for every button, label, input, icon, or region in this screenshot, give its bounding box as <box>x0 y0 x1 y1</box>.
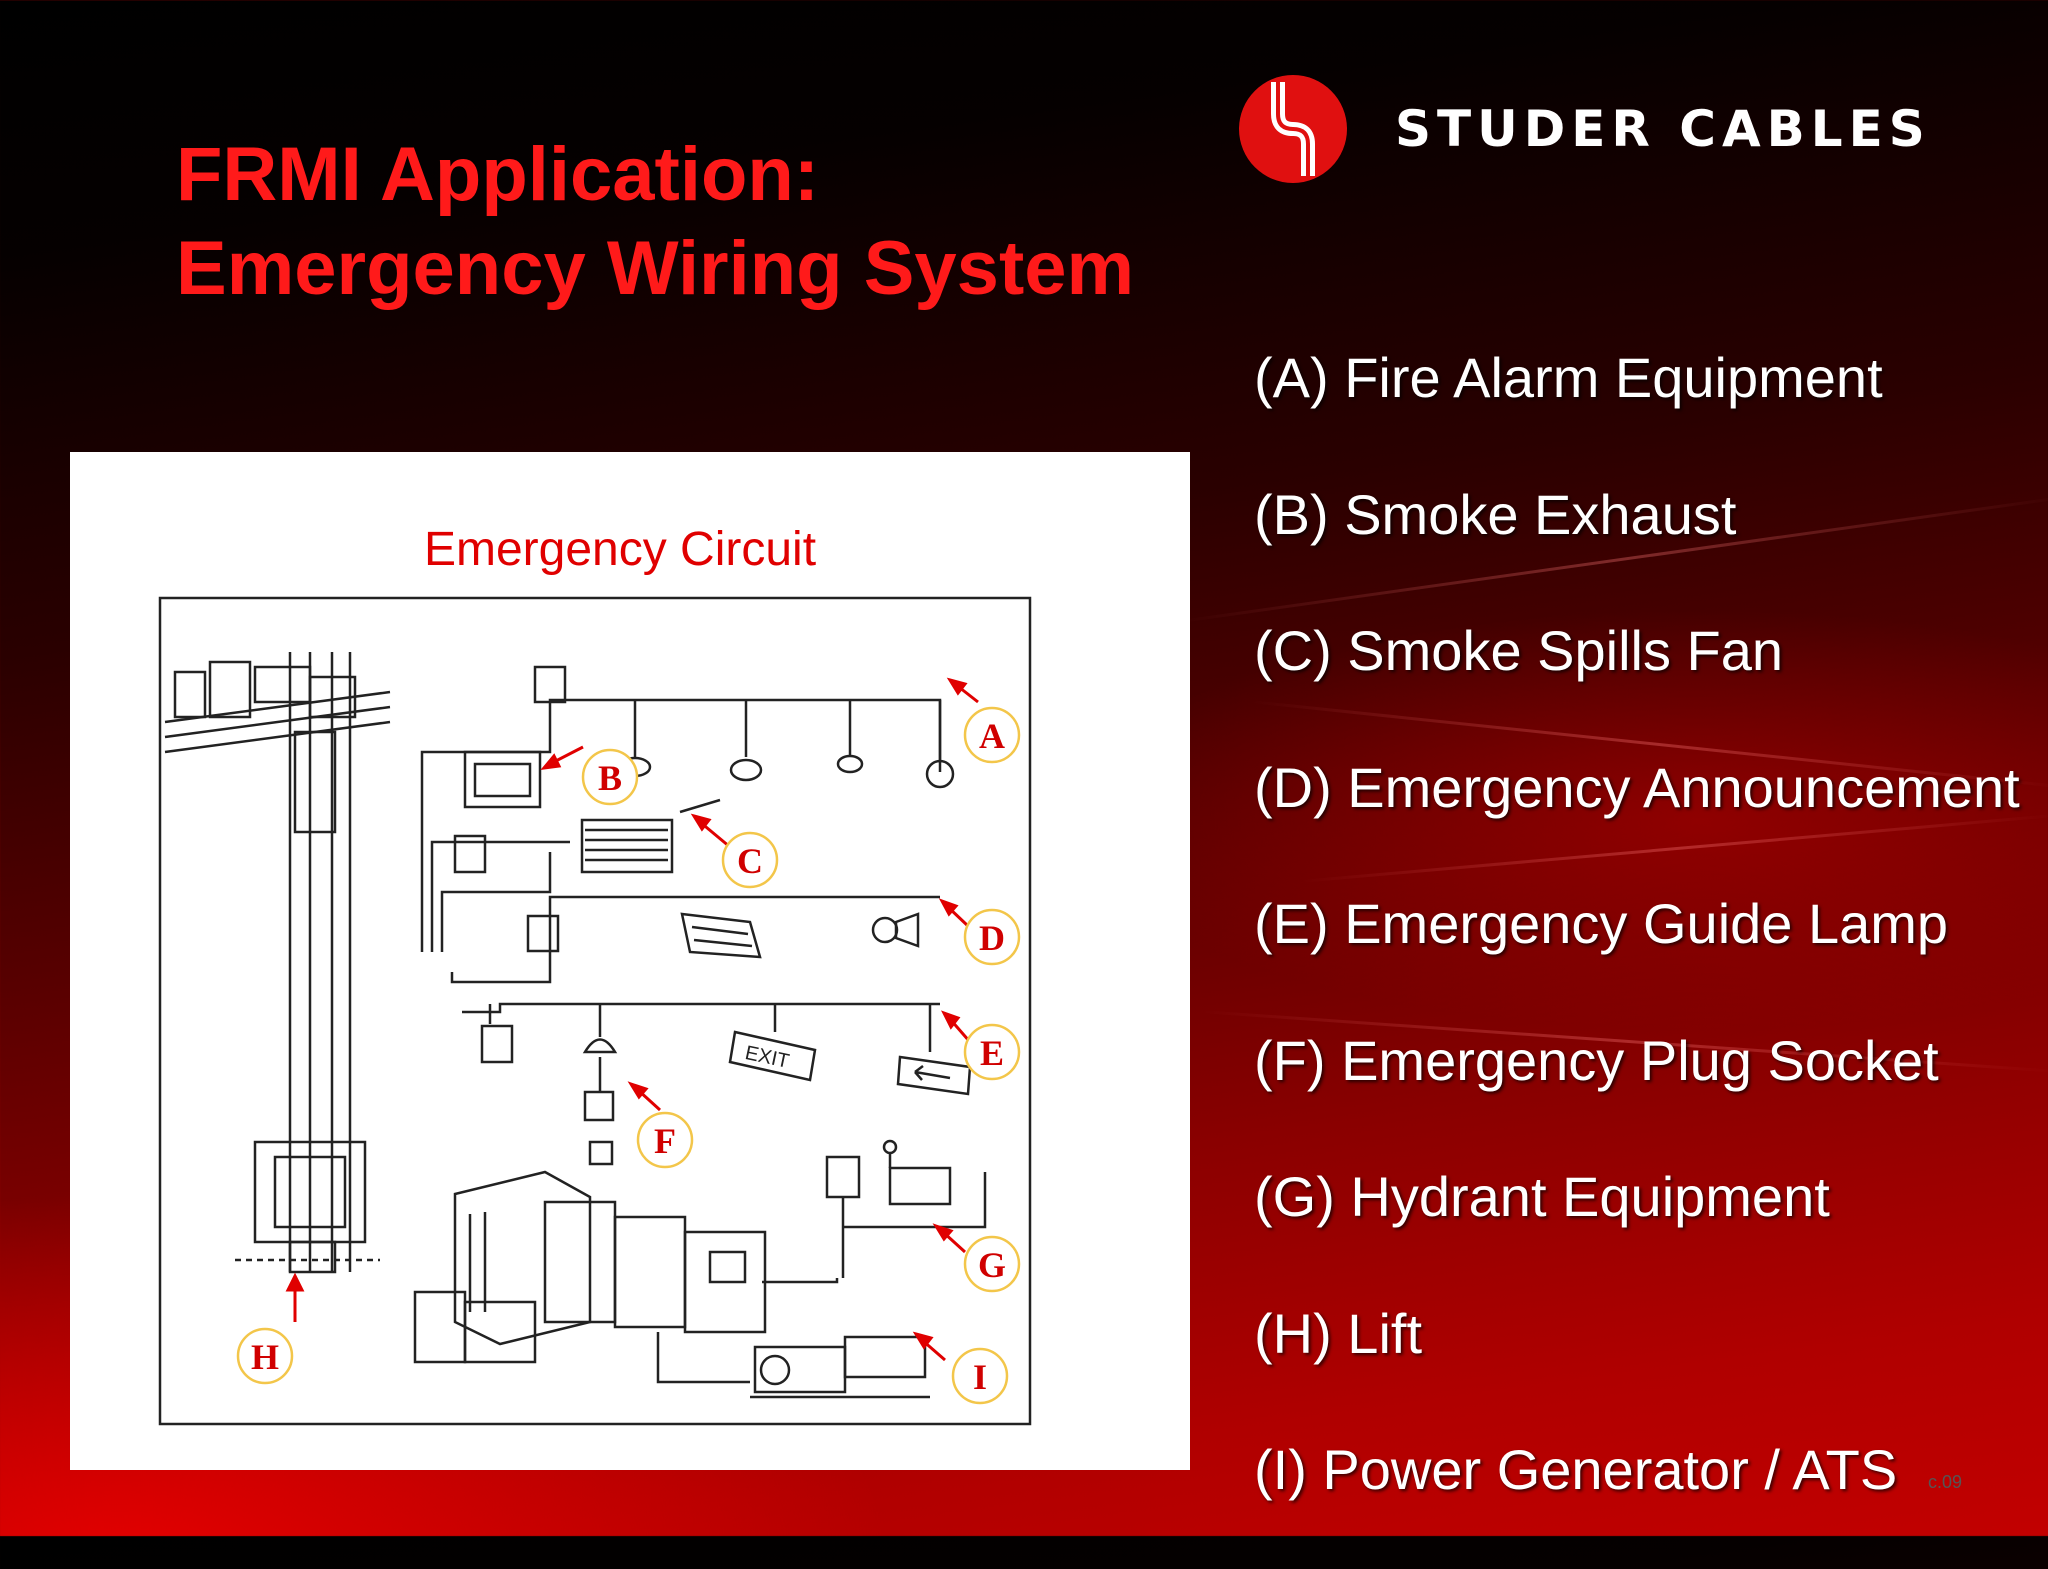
fire-alarm-equipment-icon <box>533 665 955 789</box>
smoke-spills-fan-icon <box>580 798 721 874</box>
smoke-exhaust-icon <box>453 750 542 874</box>
callout-f-circle <box>636 1111 694 1169</box>
arrow-e-icon <box>940 1010 972 1043</box>
exit-sign-label: EXIT <box>743 1042 791 1073</box>
title-line-2: Emergency Wiring System <box>176 226 1135 311</box>
arrow-i-icon <box>912 1331 946 1362</box>
callout-i: I <box>973 1357 987 1397</box>
arrow-h-icon <box>285 1272 305 1322</box>
slide-title: FRMI Application: Emergency Wiring Syste… <box>176 128 1134 316</box>
callout-f: F <box>654 1121 676 1161</box>
callout-c-circle <box>721 831 779 889</box>
arrow-a-icon <box>946 677 979 704</box>
legend-item-e: (E) Emergency Guide Lamp <box>1254 892 1949 955</box>
legend-item-d: (D) Emergency Announcement <box>1254 755 2020 819</box>
callout-c: C <box>737 841 763 881</box>
power-generator-icon <box>750 1335 930 1399</box>
callout-g-circle <box>963 1235 1021 1293</box>
callout-a-circle <box>963 706 1021 764</box>
callout-g: G <box>978 1245 1006 1285</box>
rooftop-equipment-icon <box>164 660 391 834</box>
callout-b: B <box>598 758 622 798</box>
callout-d-circle <box>963 908 1021 966</box>
callout-i-circle <box>951 1347 1009 1405</box>
callout-e: E <box>980 1033 1004 1073</box>
legend-item-c: (C) Smoke Spills Fan <box>1254 619 1784 682</box>
callout-b-circle <box>581 748 639 806</box>
diagram-panel: Emergency Circuit <box>70 452 1190 1470</box>
emergency-circuit-diagram: EXIT A B C D <box>158 596 1032 1426</box>
diagram-frame <box>158 596 1032 1426</box>
legend-item-g: (G) Hydrant Equipment <box>1254 1165 1830 1228</box>
brand-name: STUDER CABLES <box>1395 100 1931 158</box>
arrow-b-icon <box>540 745 584 770</box>
arrow-g-icon <box>932 1223 967 1254</box>
arrow-f-icon <box>627 1081 662 1112</box>
emergency-guide-lamp-icon <box>480 1004 972 1096</box>
callout-h-circle <box>236 1327 294 1385</box>
studer-logo-icon <box>1238 74 1348 184</box>
emergency-announcement-icon <box>526 912 920 959</box>
arrow-c-icon <box>690 813 731 849</box>
legend-item-h: (H) Lift <box>1254 1301 1422 1365</box>
arrow-d-icon <box>938 898 970 928</box>
lift-icon <box>235 652 380 1274</box>
title-line-1: FRMI Application: <box>176 132 820 217</box>
slide-corner-text: c.09 <box>1928 1472 1963 1492</box>
legend-item-a: (A) Fire Alarm Equipment <box>1254 346 1883 409</box>
hydrant-equipment-icon <box>825 1139 987 1278</box>
callout-e-circle <box>963 1023 1021 1081</box>
emergency-plug-socket-icon <box>582 1004 618 1166</box>
callout-d: D <box>979 918 1005 958</box>
legend-list: (A) Fire Alarm Equipment (B) Smoke Exhau… <box>1254 340 2020 1569</box>
callout-h: H <box>251 1337 279 1377</box>
diagram-title: Emergency Circuit <box>423 523 817 576</box>
legend-item-f: (F) Emergency Plug Socket <box>1254 1028 1939 1092</box>
legend-item-i: (I) Power Generator / ATS <box>1254 1438 1898 1501</box>
callout-a: A <box>979 716 1005 756</box>
legend-item-b: (B) Smoke Exhaust <box>1254 482 1737 546</box>
control-panel-icon <box>413 1170 767 1364</box>
